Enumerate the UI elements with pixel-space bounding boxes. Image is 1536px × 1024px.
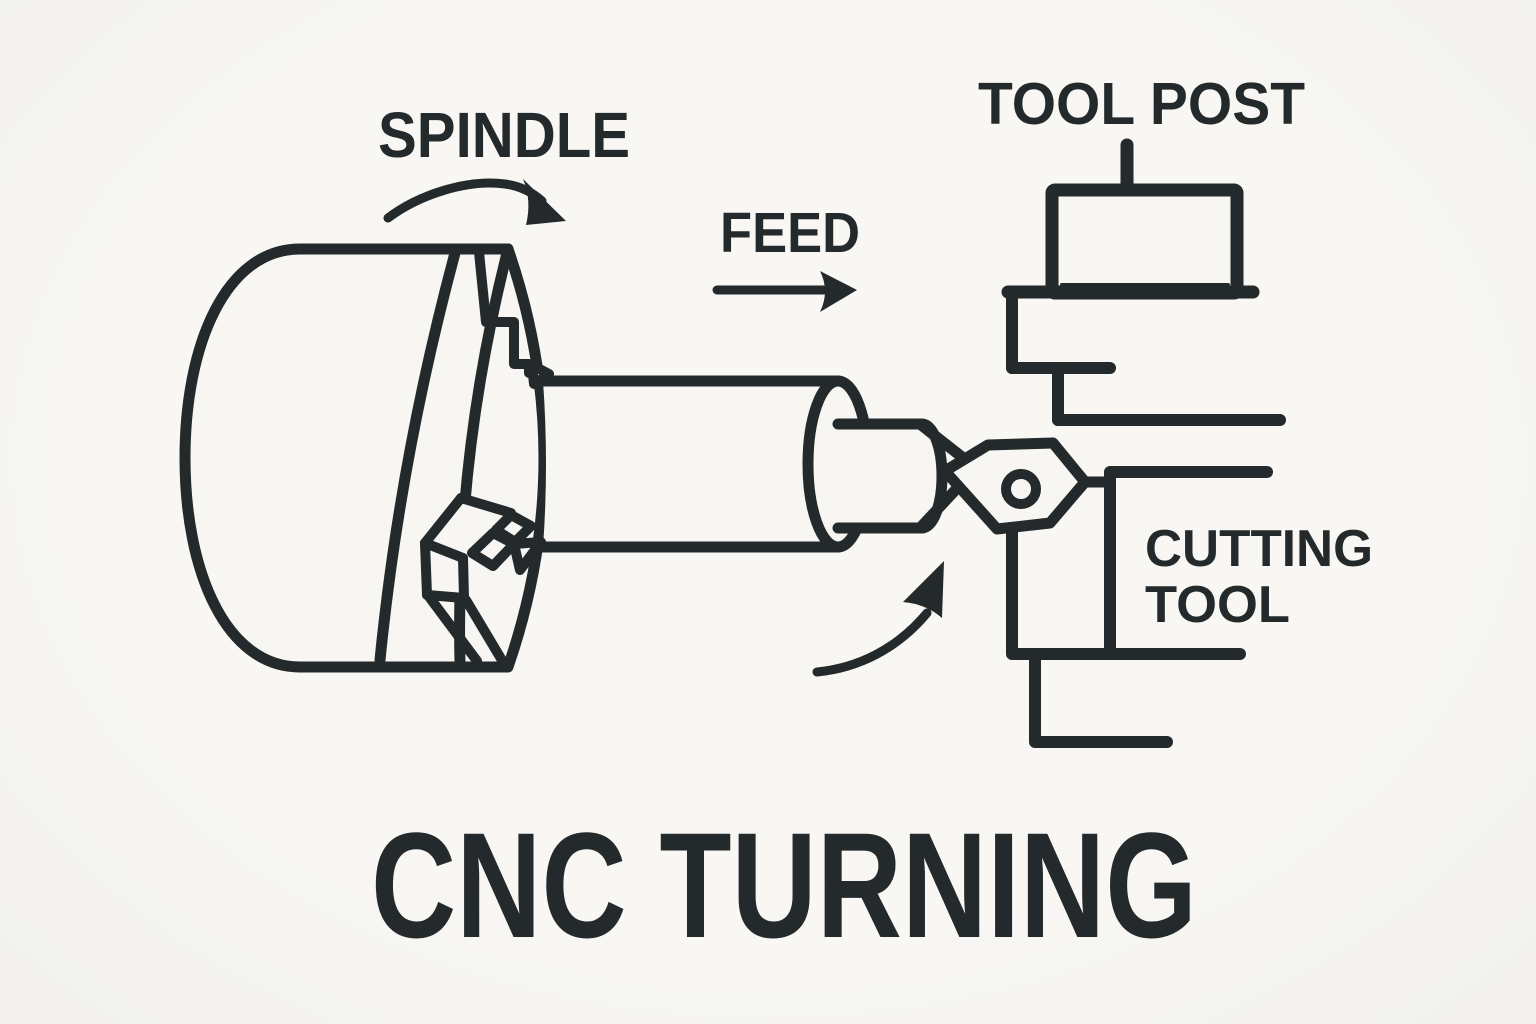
spindle-arrowhead bbox=[523, 179, 566, 225]
feed-arrowhead bbox=[820, 271, 857, 312]
chuck-jaw-step-upper bbox=[491, 510, 536, 547]
cutting-tool-label-line2: TOOL bbox=[1145, 576, 1290, 634]
chuck bbox=[179, 243, 554, 673]
workpiece bbox=[537, 375, 982, 553]
cutting-tool-insert bbox=[939, 437, 1091, 535]
page-title: CNC TURNING bbox=[371, 801, 1197, 969]
chuck-jaw-bottom bbox=[420, 493, 546, 667]
insert-hole bbox=[1001, 469, 1041, 509]
turned-section-end-arc bbox=[916, 418, 948, 534]
tool-holder bbox=[1006, 468, 1246, 660]
chuck-rim-arc-outer bbox=[374, 247, 461, 666]
feed-label: FEED bbox=[720, 201, 860, 265]
cross-slide-steps-lower bbox=[1029, 466, 1273, 748]
tool-post bbox=[1001, 138, 1286, 426]
tool-post-label: TOOL POST bbox=[978, 71, 1305, 137]
workpiece-body-fill bbox=[543, 381, 868, 547]
spindle-rotation-arrow bbox=[383, 178, 566, 225]
cutting-tool-label: CUTTING TOOL bbox=[1145, 520, 1373, 634]
cutting-tool bbox=[939, 437, 1273, 748]
cross-slide-steps-upper bbox=[1006, 286, 1286, 426]
tool-motion-arrowhead bbox=[903, 561, 944, 618]
cutting-tool-label-line1: CUTTING bbox=[1145, 520, 1373, 578]
tool-post-block bbox=[1045, 183, 1244, 300]
chuck-jaw-grip-wedge bbox=[509, 537, 546, 575]
spindle-label: SPINDLE bbox=[378, 99, 630, 171]
tool-motion-arrow bbox=[812, 561, 944, 677]
chuck-rim-arc-inner bbox=[454, 243, 514, 668]
feed-arrow bbox=[712, 271, 857, 312]
